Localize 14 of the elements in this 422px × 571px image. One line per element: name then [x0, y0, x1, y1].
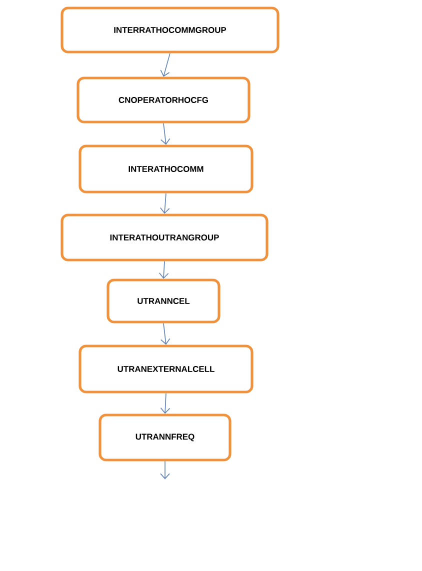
process-box: UTRANEXTERNALCELL [78, 344, 254, 394]
arrow [160, 192, 170, 214]
process-box: INTERATHOCOMM [78, 144, 254, 194]
process-box: UTRANNFREQ [98, 414, 232, 462]
process-box: UTRANNCEL [106, 278, 220, 324]
arrow [160, 52, 170, 77]
arrow [160, 322, 170, 345]
arrow [160, 460, 170, 480]
arrow [158, 260, 169, 279]
process-box: CNOPERATORHOCFG [76, 76, 250, 124]
process-box: INTERATHOUTRANGROUP [60, 214, 268, 262]
arrow [160, 122, 170, 145]
arrow [160, 392, 170, 414]
process-box: INTERRATHOCOMMGROUP [60, 6, 280, 54]
